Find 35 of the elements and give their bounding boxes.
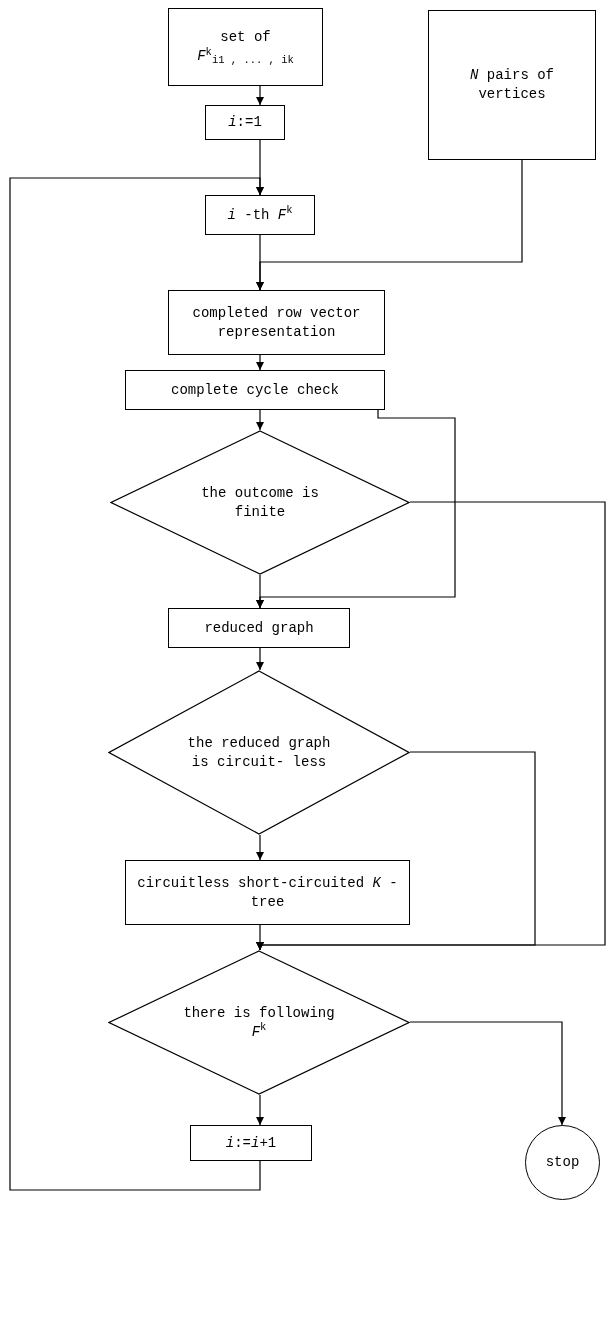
node-label: stop [545,1153,580,1172]
arrow [9,177,264,1191]
process-box [190,1125,312,1161]
arrow [256,574,264,609]
node-label: completed row vector representation [191,303,362,342]
node-label: i -th F$^{k}$ [227,205,293,225]
process-box [428,10,596,160]
process-box [125,860,410,925]
decision-diamond [108,670,410,835]
process-box [205,195,315,235]
arrow [256,85,264,106]
arrow [256,1094,264,1126]
node-label: the outcome is finite [200,483,320,522]
node-label: the reduced graph is circuit- less [186,733,332,772]
node-label: N pairs of vertices [469,66,555,104]
process-box [168,8,323,86]
node-label: reduced graph [204,618,314,638]
node-label: there is following F$^{k}$ [182,1003,336,1042]
arrow [409,1021,566,1126]
process-box [125,370,385,410]
arrow [256,647,264,671]
decision-diamond [108,950,410,1095]
decision-diamond [110,430,410,575]
arrow [256,834,264,861]
process-box [205,105,285,140]
process-box [168,608,350,648]
node-label: circuitless short-circuited K -tree [136,873,399,912]
arrow [256,409,264,431]
node-label: i:=i+1 [225,1133,277,1153]
arrow [256,924,264,951]
node-label: i:=1 [228,113,262,132]
arrow [256,354,264,371]
process-box [168,290,385,355]
node-label: complete cycle check [171,380,339,400]
arrow [256,159,523,291]
